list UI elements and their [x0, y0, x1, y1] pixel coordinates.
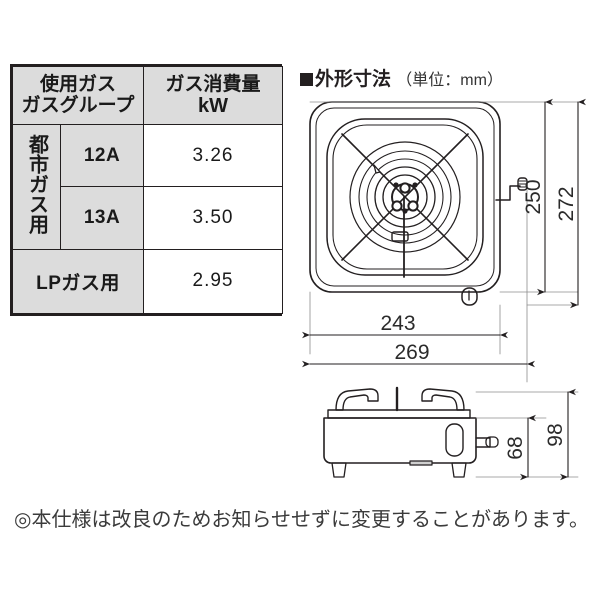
- knob-side: [445, 423, 464, 457]
- dim-label-68: 68: [504, 436, 527, 459]
- dim-label-269: 269: [394, 341, 429, 364]
- dim-label-272: 272: [555, 186, 578, 221]
- burner-ring-3: [366, 158, 444, 236]
- burner-ring-4: [358, 150, 452, 244]
- diagram-title-text: 外形寸法: [315, 69, 392, 90]
- trivet-inner-ring: [332, 124, 478, 270]
- table-row: LPガス用 2.95: [12, 248, 283, 315]
- table-row: 13A 3.50: [13, 186, 283, 250]
- leg-right: [451, 462, 467, 478]
- dim-label-250: 250: [522, 179, 545, 214]
- bullet-square-icon: [300, 73, 313, 86]
- burner-ring-outer: [349, 141, 461, 253]
- diagram-unit-note: （単位：mm）: [396, 72, 503, 89]
- gas-inlet-nipple: [517, 177, 528, 191]
- extension-lines-top: [309, 101, 579, 383]
- dim-250: 250: [522, 98, 553, 296]
- header-unit-kw: kW: [198, 94, 228, 117]
- burner-port-3: [399, 182, 411, 194]
- dim-243: 243: [302, 312, 508, 339]
- stove-top-view: [309, 101, 528, 306]
- control-knob: [461, 287, 478, 306]
- body-inner-edge: [315, 107, 495, 287]
- header-gas-group: ガスグループ: [21, 95, 135, 117]
- burner-ring-1: [382, 174, 428, 220]
- diagram-section-title: 外形寸法 （単位：mm）: [300, 64, 503, 91]
- specification-change-note: ◎本仕様は改良のためお知らせせずに変更することがあります。: [14, 509, 590, 531]
- trivet-arm-left: [335, 388, 379, 411]
- cell-group-city-gas: 都市ガス用: [12, 123, 61, 250]
- trivet-arm-right: [421, 388, 465, 411]
- header-cell-gas-group: 使用ガス ガスグループ: [12, 66, 144, 125]
- table-header-row: 使用ガス ガスグループ ガス消費量 kW: [12, 66, 283, 125]
- dim-label-243: 243: [380, 312, 415, 335]
- header-consumption: ガス消費量: [165, 73, 261, 95]
- header-cell-consumption: ガス消費量 kW: [143, 66, 283, 125]
- leg-left: [331, 462, 347, 478]
- top-plate: [327, 409, 471, 419]
- cell-value-12a: 3.26: [143, 123, 283, 188]
- dim-68: 68: [504, 414, 536, 481]
- bottom-bracket: [409, 460, 433, 466]
- dimension-drawing: 243 269 250 272: [300, 92, 595, 492]
- cell-value-lp: 2.95: [143, 248, 283, 315]
- gas-inlet-pipe: [495, 185, 521, 201]
- city-gas-vertical-label: 都市ガス用: [25, 133, 48, 234]
- trivet-outer-ring: [326, 118, 484, 276]
- cell-value-13a: 3.50: [143, 186, 283, 250]
- cell-group-lp-gas: LPガス用: [12, 248, 144, 315]
- igniter-electrode: [373, 164, 381, 174]
- trivet-arm-2: [341, 133, 469, 261]
- burner-ring-2: [374, 166, 436, 228]
- flame-sensor: [391, 231, 409, 242]
- burner-port-2: [407, 200, 419, 212]
- cell-type-12a: 12A: [60, 123, 144, 188]
- stove-side-view: [323, 386, 499, 478]
- burner-port-1: [391, 200, 403, 212]
- header-gas-used: 使用ガス: [39, 74, 116, 96]
- dim-98: 98: [544, 388, 576, 481]
- dim-272: 272: [555, 98, 586, 309]
- gas-inlet-side: [475, 437, 491, 448]
- body-side-outline: [323, 417, 477, 464]
- inlet-cap-side: [485, 436, 499, 448]
- dim-269: 269: [302, 341, 535, 368]
- burner-dot-2: [412, 182, 418, 188]
- cell-type-13a: 13A: [60, 186, 144, 250]
- table-row: 都市ガス用 12A 3.26: [12, 123, 283, 250]
- burner-dot-1: [393, 182, 399, 188]
- gas-consumption-table: 使用ガス ガスグループ ガス消費量 kW 都市ガス用: [10, 64, 283, 316]
- dim-label-98: 98: [544, 423, 567, 446]
